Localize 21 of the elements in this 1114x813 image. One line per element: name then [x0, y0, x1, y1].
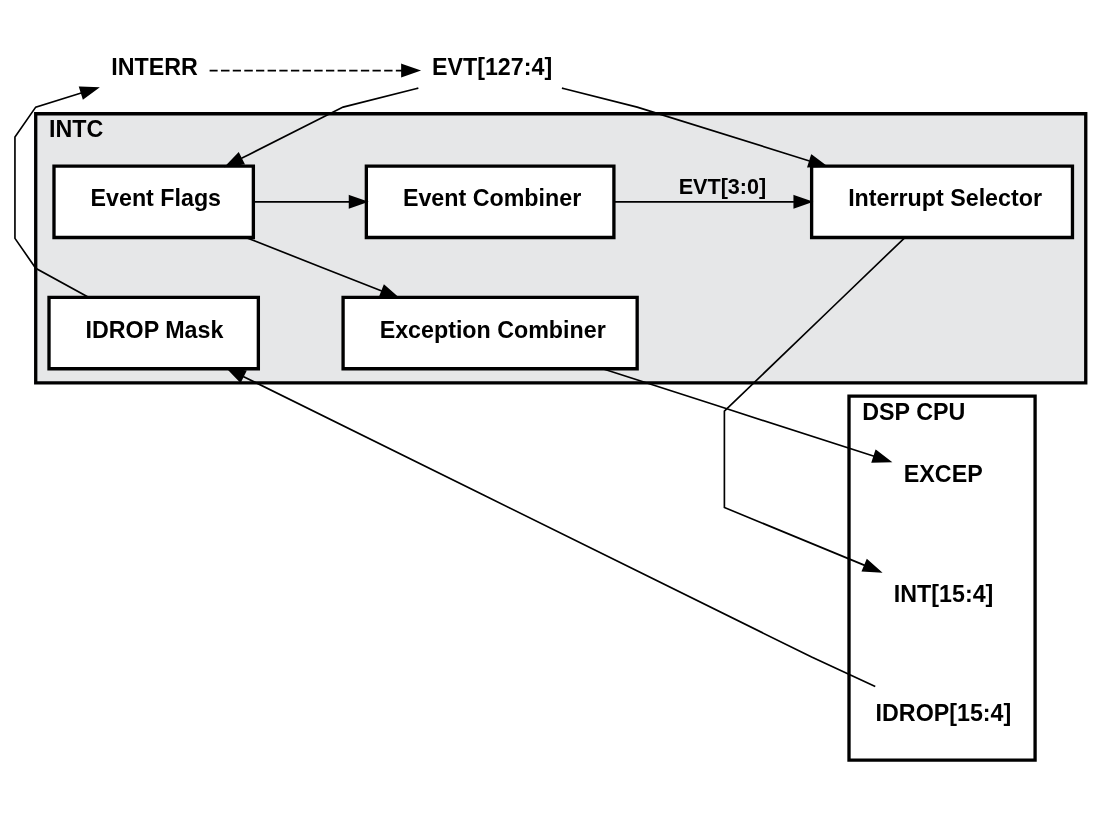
arrow [613, 194, 814, 209]
node-text: EXCEP [903, 460, 983, 487]
node-text: INT[15:4] [893, 580, 994, 607]
node-text: INTERR [111, 53, 198, 80]
node-text: EVT[127:4] [431, 53, 553, 80]
node-box: Event Flags [52, 163, 256, 239]
arrow [723, 236, 906, 573]
arrow [601, 367, 893, 463]
arrow [224, 86, 420, 167]
arrow [561, 86, 829, 167]
node-box: IDROP Mask [47, 295, 260, 370]
node-box: Interrupt Selector [809, 163, 1075, 239]
arrow [14, 85, 100, 298]
edge-label: EVT[3:0] [678, 173, 767, 199]
node-text: IDROP[15:4] [875, 699, 1012, 726]
node-box: Event Combiner [364, 163, 616, 239]
arrow [208, 63, 422, 78]
node-box: Exception Combiner [341, 295, 639, 370]
arrow [252, 194, 369, 209]
arrow [245, 236, 400, 298]
arrow [225, 367, 877, 687]
